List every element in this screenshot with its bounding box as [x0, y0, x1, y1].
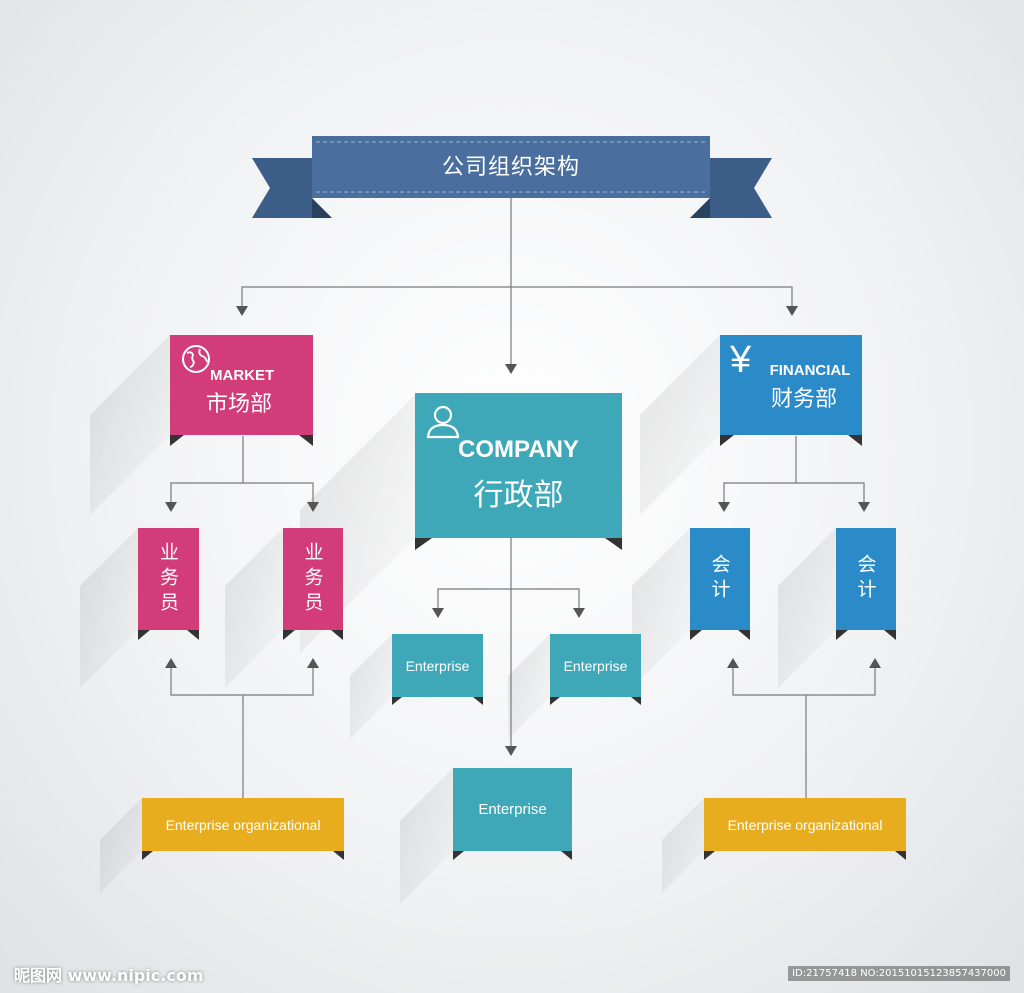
market-sub-label: 业务员 [301, 541, 324, 617]
title-ribbon [252, 136, 772, 218]
company-sub-label: Enterprise [563, 657, 628, 674]
financial-sub-label: 会计 [854, 554, 877, 604]
arrow-down [505, 746, 517, 756]
box-folds [138, 435, 906, 860]
company-box: COMPANY 行政部 [415, 393, 622, 538]
market-sub-box: 业务员 [283, 528, 343, 630]
yen-icon: ¥ [730, 339, 752, 381]
enterprise-org-box: Enterprise organizational [704, 798, 906, 851]
arrow-up [307, 658, 319, 668]
user-icon [426, 405, 460, 439]
arrow-down [307, 502, 319, 512]
ribbon-left-tail [252, 158, 312, 218]
ribbon-band [312, 136, 710, 198]
connector-lines [170, 198, 876, 798]
enterprise-org-label: Enterprise organizational [165, 816, 321, 833]
company-sub-box: Enterprise [392, 634, 483, 697]
financial-box: ¥ FINANCIAL 财务部 [720, 335, 862, 435]
market-en-label: MARKET [210, 367, 275, 384]
company-sub-box: Enterprise [453, 768, 572, 851]
ribbon-right-tail [710, 158, 772, 218]
watermark-id: ID:21757418 NO:20151015123857437000 [788, 966, 1010, 981]
company-sub-label: Enterprise [478, 801, 547, 818]
market-zh-label: 市场部 [206, 392, 273, 417]
enterprise-org-label: Enterprise organizational [727, 816, 883, 833]
globe-icon [182, 345, 210, 373]
watermark-site: 昵图网 www.nipic.com [14, 966, 204, 985]
arrow-up [869, 658, 881, 668]
financial-sub-box: 会计 [690, 528, 750, 630]
company-sub-box: Enterprise [550, 634, 641, 697]
page-title: 公司组织架构 [441, 155, 580, 180]
arrow-down [573, 608, 585, 618]
financial-zh-label: 财务部 [770, 386, 837, 412]
financial-sub-box: 会计 [836, 528, 896, 630]
arrowheads [165, 306, 881, 756]
ribbon-right-fold [690, 198, 710, 218]
arrow-up [165, 658, 177, 668]
arrow-down [858, 502, 870, 512]
enterprise-org-box: Enterprise organizational [142, 798, 344, 851]
arrow-down [718, 502, 730, 512]
arrow-down [505, 364, 517, 374]
arrow-down [236, 306, 248, 316]
ribbon-left-fold [312, 198, 332, 218]
company-sub-label: Enterprise [405, 657, 470, 674]
company-en-label: COMPANY [458, 435, 579, 463]
market-sub-label: 业务员 [157, 541, 179, 617]
company-zh-label: 行政部 [473, 477, 564, 513]
arrow-up [727, 658, 739, 668]
market-box: MARKET 市场部 [170, 335, 313, 435]
arrow-down [432, 608, 444, 618]
financial-sub-label: 会计 [708, 554, 731, 604]
arrow-down [786, 306, 798, 316]
arrow-down [165, 502, 177, 512]
market-sub-box: 业务员 [138, 528, 199, 630]
financial-en-label: FINANCIAL [769, 361, 851, 379]
